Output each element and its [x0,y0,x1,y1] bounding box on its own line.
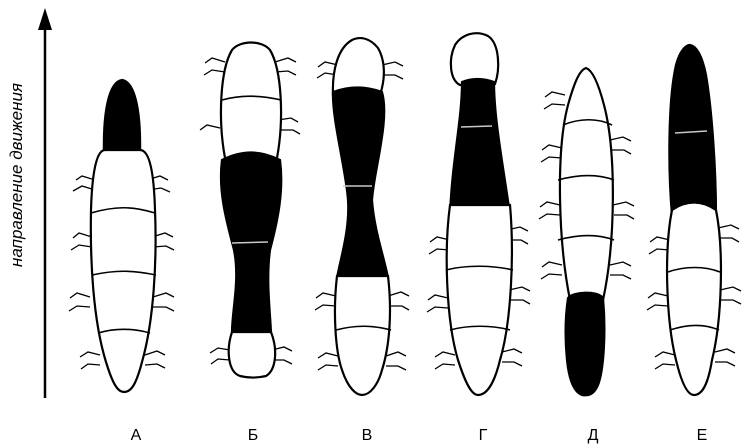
panel-label-G: Г [479,427,488,444]
worm-D [539,68,634,395]
worm-V [315,38,409,395]
worm-A [69,80,174,392]
panel-label-E: Е [697,427,708,444]
head-dark-E [669,45,716,215]
body-white-G [447,205,512,395]
panel-label-V: В [362,427,373,444]
panel-label-D: Д [588,427,599,444]
worm-B [200,43,300,378]
direction-axis-label: направление движения [7,83,26,267]
body-white-D [560,68,613,300]
panel-label-B: Б [248,427,259,444]
body-white-E [667,203,721,396]
head-white-G [451,33,498,85]
direction-arrow [38,8,52,398]
tail-dark-D [566,293,605,396]
worm-E [647,45,741,395]
head-white-V [333,38,384,95]
worm-G [427,33,530,395]
front-white-B [221,43,281,159]
panel-label-A: А [131,427,142,444]
tail-white-V [335,276,390,395]
tail-white-B [229,332,275,378]
middle-dark-G [450,79,510,215]
middle-dark-V [333,88,388,279]
head-segment-A [104,80,140,155]
